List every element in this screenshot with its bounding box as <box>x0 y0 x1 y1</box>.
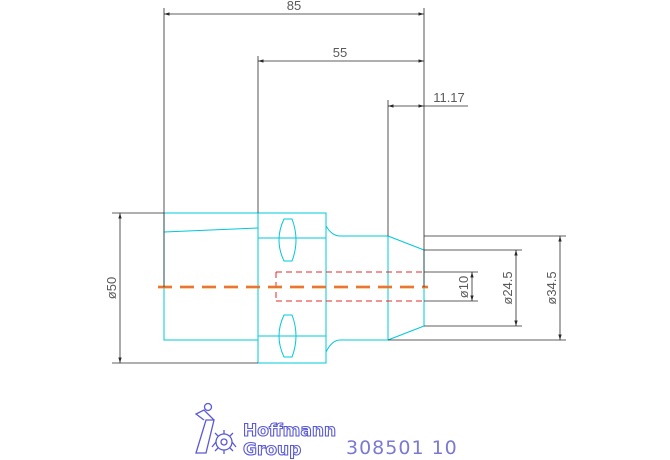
logo-line-2: Group <box>243 440 301 460</box>
upper-slot <box>278 218 297 262</box>
dim-dia-large: ø34.5 <box>544 271 559 304</box>
hoffmann-figure-icon <box>194 402 237 454</box>
dimension-lines <box>112 8 566 364</box>
dim-dia-small: ø24.5 <box>500 271 515 304</box>
neck-outline <box>325 225 388 353</box>
logo-line-1: Hoffmann <box>243 421 336 441</box>
dim-dia-bore: ø10 <box>456 276 471 298</box>
dim-cone-length: 11.17 <box>433 90 465 105</box>
dim-overall-length: 85 <box>287 0 301 13</box>
lower-slot <box>278 314 297 358</box>
part-number: 308501 10 <box>346 437 458 459</box>
taper-body-outline <box>163 212 259 341</box>
dim-dia-body: ø50 <box>104 277 119 299</box>
company-logo: Hoffmann Group <box>194 402 337 460</box>
dim-shank-length: 55 <box>333 45 347 60</box>
